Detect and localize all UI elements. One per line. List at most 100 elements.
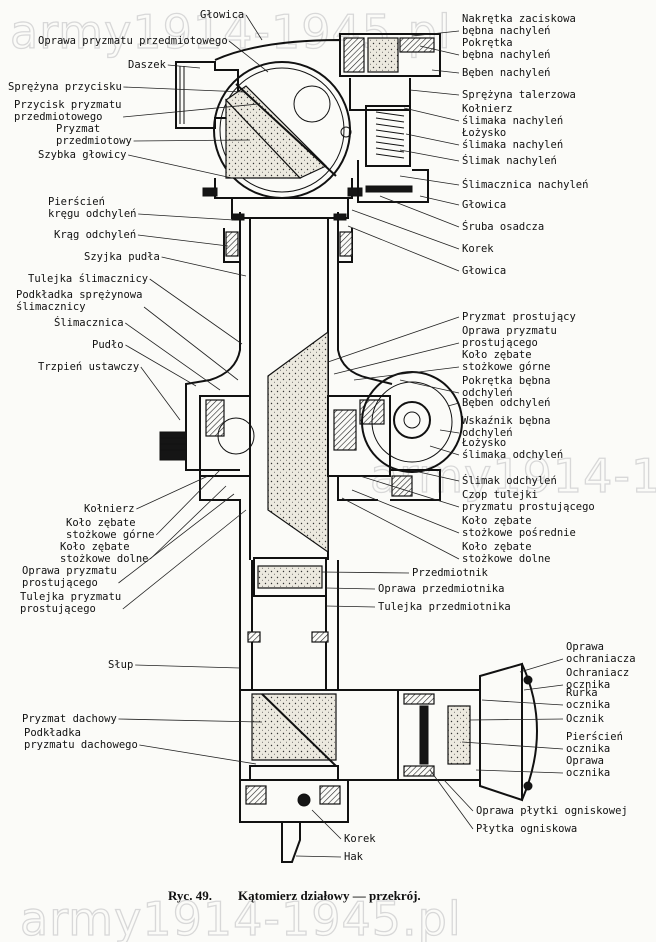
callout-line: Pokrętka — [462, 37, 513, 49]
leader-line-nakretka-zaciskowa — [411, 30, 460, 37]
callout-label-korek-top: Korek — [462, 243, 494, 255]
callout-line: Wskaźnik bębna — [462, 415, 551, 427]
leader-line-tulejka-pryzmatu-prostujacego — [122, 509, 247, 610]
callout-label-glowica-right-1: Głowica — [462, 199, 506, 211]
leader-line-pryzmat-prostujacy — [327, 316, 460, 363]
leader-line-pierscien-ocznika — [461, 741, 564, 750]
callout-line: Słup — [108, 659, 133, 671]
callout-line: Przycisk pryzmatu — [14, 99, 121, 111]
leader-line-pryzmat-przedmiotowy — [133, 139, 251, 142]
callout-label-trzpien-ustawczy: Trzpień ustawczy — [38, 361, 139, 373]
callout-line: Oprawa pryzmatu — [22, 565, 117, 577]
callout-label-pryzmat-dachowy: Pryzmat dachowy — [22, 713, 117, 725]
callout-label-tulejka-slimacznicy: Tulejka ślimacznicy — [28, 273, 148, 285]
callout-label-glowica-right-2: Głowica — [462, 265, 506, 277]
watermark-bottom: army1914-1945.pl — [20, 892, 462, 942]
roof-prism — [251, 693, 337, 761]
callout-line: Pierścień — [48, 196, 105, 208]
callout-line: kręgu odchyleń — [48, 208, 137, 220]
callout-line: prostującego — [22, 577, 98, 589]
leader-line-oprawa-ochraniacza — [519, 658, 564, 673]
callout-line: Koło zębate — [462, 541, 532, 553]
callout-line: Pudło — [92, 339, 124, 351]
callout-label-oprawa-pryzmatu-przedmiotowego: Oprawa pryzmatu przedmiotowego — [38, 35, 228, 47]
callout-line: Głowica — [462, 199, 506, 211]
head-assembly — [175, 38, 363, 219]
leader-line-pokretka-bebna-odchylen — [399, 379, 460, 394]
leader-line-slup — [135, 664, 241, 669]
callout-line: Koło zębate — [60, 541, 130, 553]
leader-line-beben-nachylen — [431, 69, 460, 74]
caption-title: Kątomierz działowy — przekrój. — [238, 888, 421, 903]
leader-line-plytka-ogniskowa — [429, 769, 474, 830]
caption-number: Ryc. 49. — [168, 888, 212, 903]
callout-line: Pokrętka bębna — [462, 375, 551, 387]
leader-line-hak — [295, 855, 342, 858]
leader-line-przedmiotnik — [321, 571, 410, 574]
callout-label-szyjka-pudla: Szyjka pudła — [84, 251, 160, 263]
leader-line-tulejka-slimacznicy — [149, 278, 243, 345]
leader-line-lozysko-slimaka-nachylen — [405, 133, 460, 146]
roof-prism-assembly — [240, 662, 538, 802]
callout-line: bębna nachyleń — [462, 49, 551, 61]
leader-line-glowica-top — [245, 14, 263, 41]
callout-line: Tulejka pryzmatu — [20, 591, 121, 603]
callout-label-glowica-top: Głowica — [200, 9, 244, 21]
callout-line: stożkowe dolne — [462, 553, 551, 565]
leader-line-korek-bottom — [311, 809, 342, 840]
leader-line-kolo-dolne-left — [149, 485, 227, 560]
callout-label-slimak-odchylen: Ślimak odchyleń — [462, 474, 557, 487]
callout-line: Pryzmat — [56, 123, 100, 135]
leader-line-trzpien-ustawczy — [140, 366, 181, 421]
callout-line: Ochraniacz — [566, 667, 629, 679]
main-body — [159, 282, 463, 560]
callout-line: Krąg odchyleń — [54, 229, 136, 241]
callout-line: prostującego — [20, 603, 96, 615]
callout-line: stożkowe górne — [462, 361, 551, 373]
callout-line: Oprawa płytki ogniskowej — [476, 805, 628, 817]
leader-line-ochraniacz-ocznika — [523, 684, 564, 691]
leader-line-kolo-gorne-right — [353, 366, 460, 381]
callout-line: odchyleń — [462, 387, 513, 399]
callout-label-daszek: Daszek — [128, 59, 167, 71]
callout-line: Płytka ogniskowa — [476, 823, 577, 835]
callout-label-kolnierz-left: Kołnierz — [84, 503, 135, 515]
leader-line-kolnierz-slimaka — [403, 107, 460, 122]
callout-label-beben-odchylen: Bęben odchyleń — [462, 397, 551, 409]
callout-line: Trzpień ustawczy — [38, 361, 139, 373]
callout-line: ślimaka nachyleń — [462, 139, 563, 151]
callout-line: Ślimacznica nachyleń — [462, 178, 588, 191]
callout-line: Podkładka sprężynowa — [16, 289, 142, 301]
callout-label-krag-odchylen: Krąg odchyleń — [54, 229, 136, 241]
callout-line: Korek — [462, 243, 494, 255]
eyepiece-lens — [447, 705, 471, 765]
callout-label-beben-nachylen: Bęben nachyleń — [462, 67, 551, 79]
leader-line-sruba-osadcza — [379, 195, 460, 228]
leader-line-glowica-right-2 — [347, 225, 460, 272]
callout-line: ocznika — [566, 743, 610, 755]
callout-label-przedmiotnik: Przedmiotnik — [412, 567, 489, 579]
callout-line: Łożysko — [461, 127, 506, 139]
callout-label-sprezyna-talerzowa: Sprężyna talerzowa — [462, 89, 576, 101]
callout-line: Przedmiotnik — [412, 567, 489, 579]
callout-line: Daszek — [128, 59, 167, 71]
leader-line-szyjka-pudla — [161, 256, 247, 277]
callout-line: Kołnierz — [84, 503, 135, 515]
leader-line-podkladka-pryzmatu-dachowego — [139, 744, 257, 765]
leader-line-oprawa-ocznika — [475, 769, 564, 774]
callout-label-oprawa-przedmiotnika: Oprawa przedmiotnika — [378, 583, 504, 595]
